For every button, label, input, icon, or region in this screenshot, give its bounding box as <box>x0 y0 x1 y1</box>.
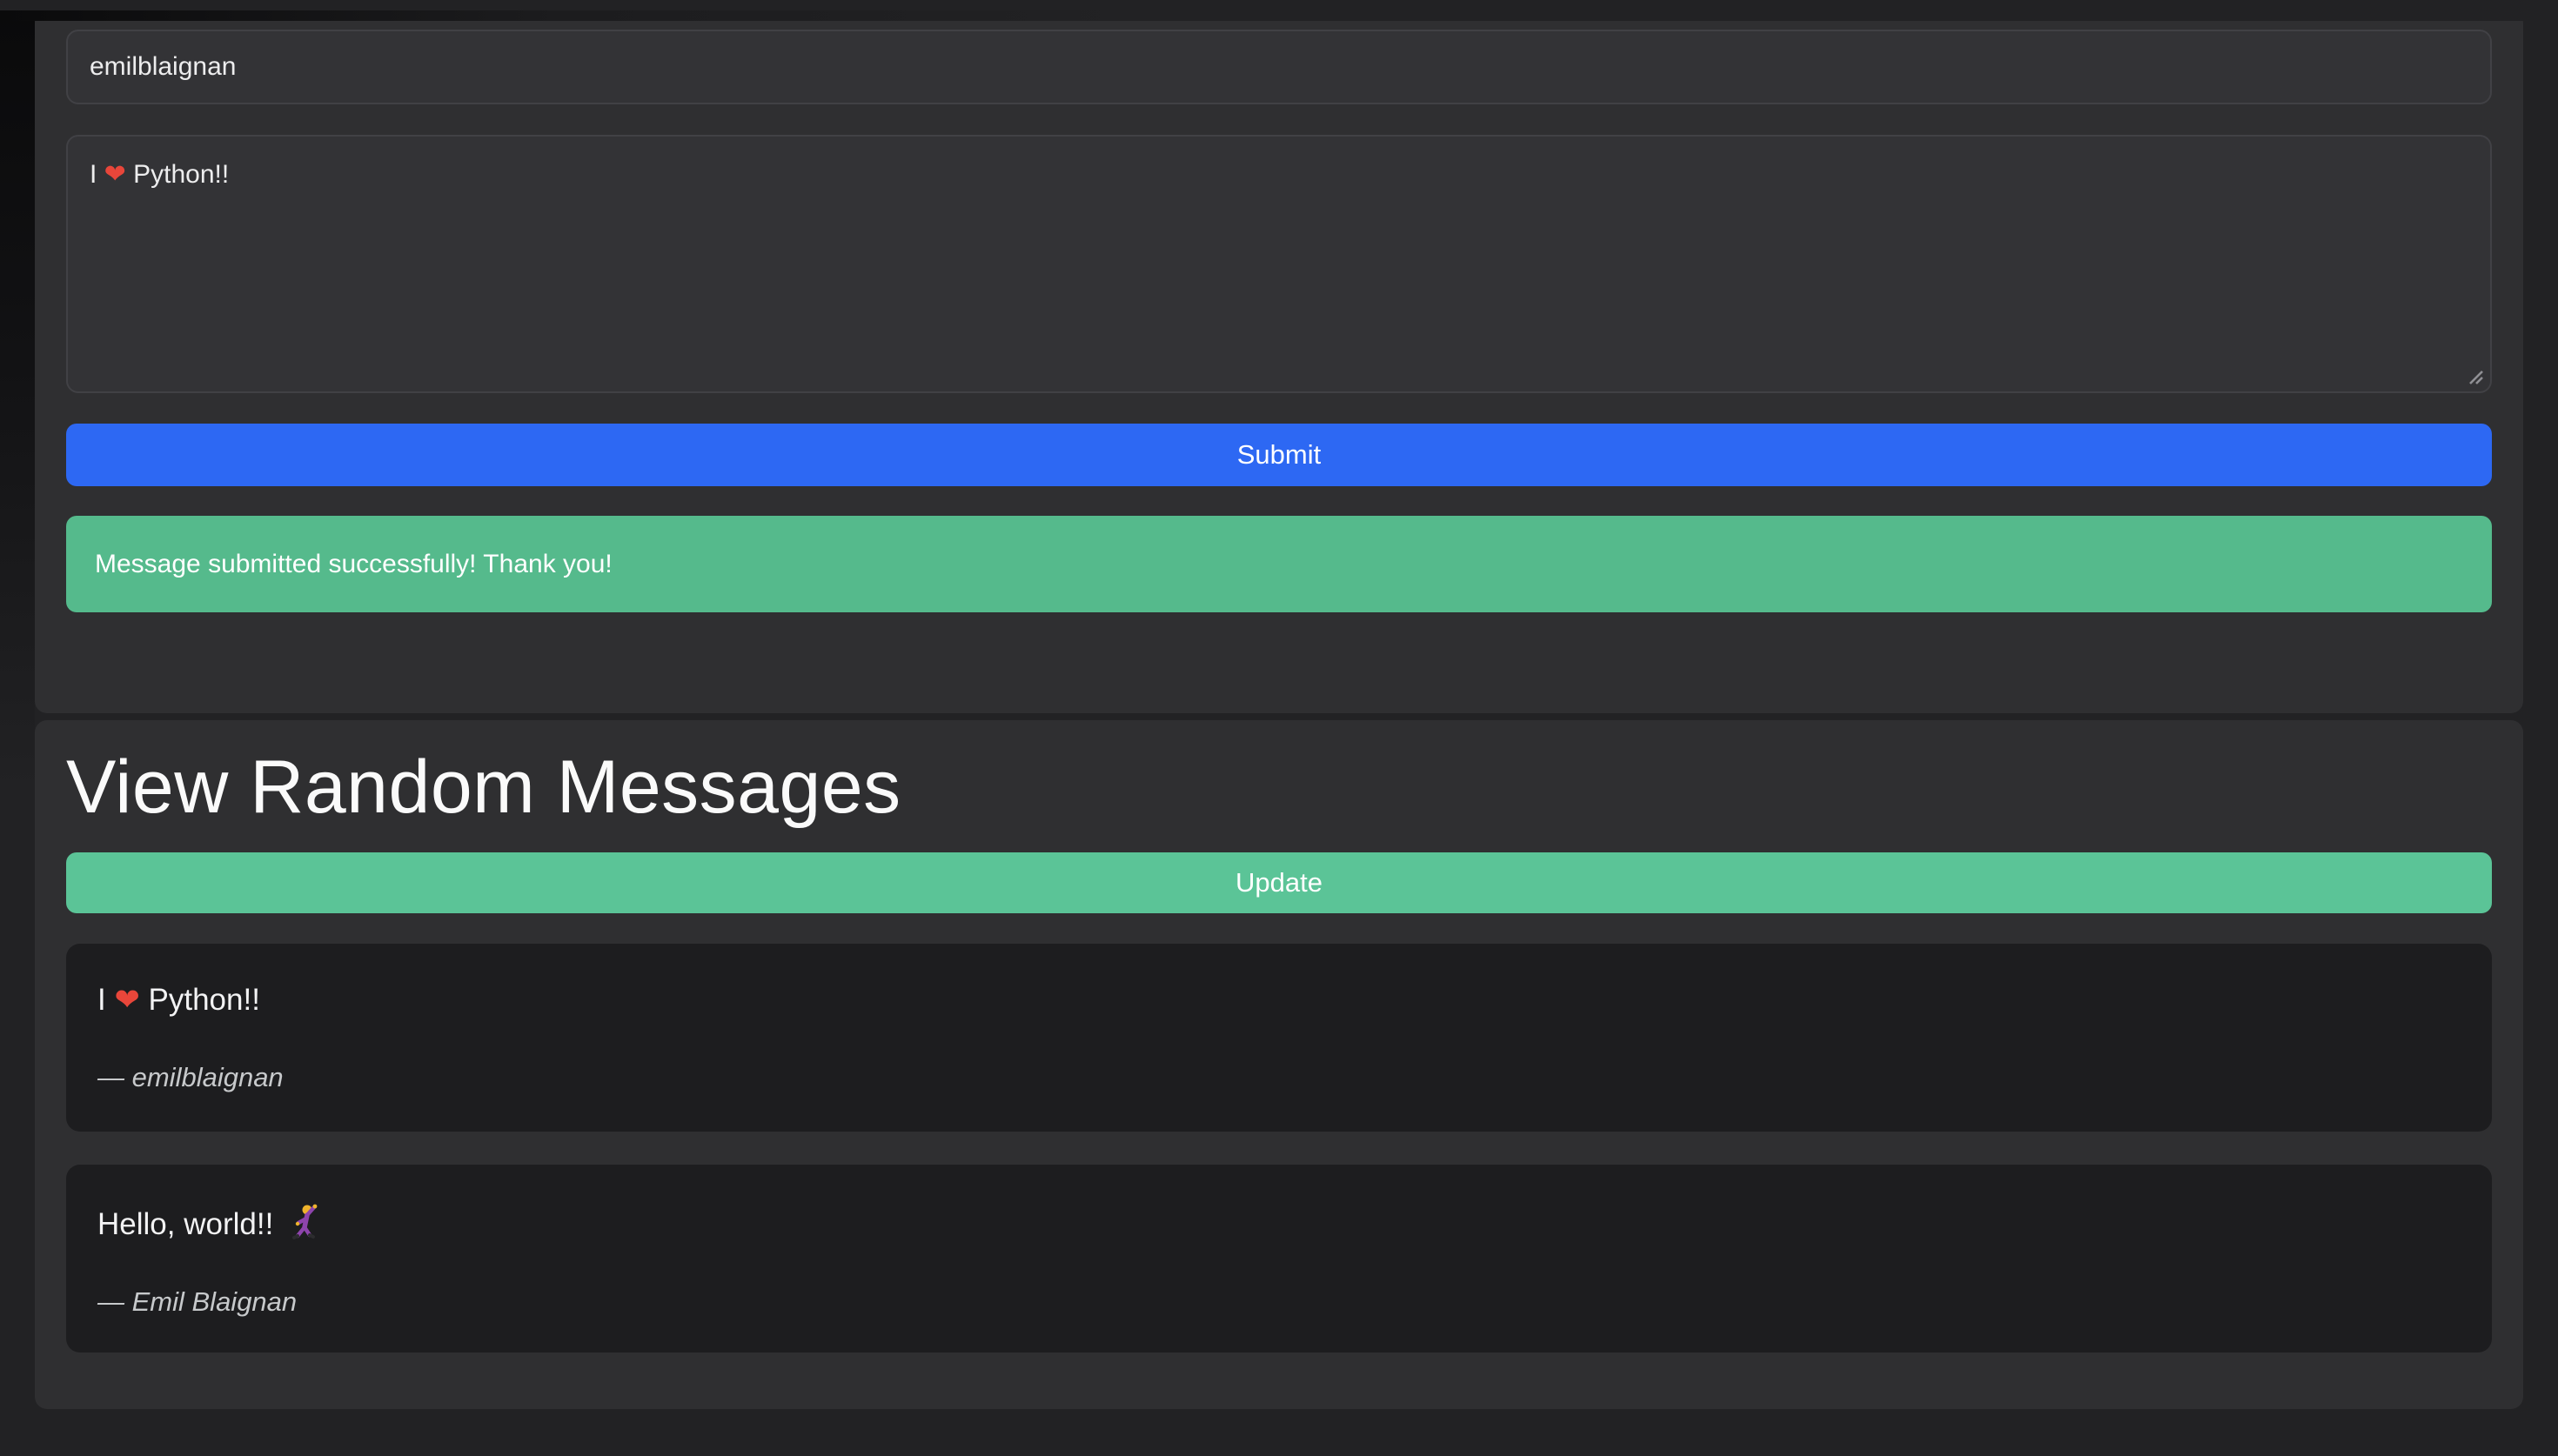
submit-message-section: I ❤ Python!! Submit Message submitted su… <box>35 10 2523 713</box>
name-input[interactable] <box>66 30 2492 104</box>
message-author: — emilblaignan <box>97 1061 284 1092</box>
message-author: — Emil Blaignan <box>97 1286 298 1317</box>
message-textarea[interactable]: I ❤ Python!! <box>66 135 2492 393</box>
message-card: I ❤ Python!! — emilblaignan <box>66 943 2492 1132</box>
message-text-part: Hello, world!! <box>97 1206 283 1241</box>
textarea-resize-handle[interactable] <box>2464 365 2485 386</box>
success-alert-text: Message submitted successfully! Thank yo… <box>95 549 613 578</box>
message-text: I ❤ Python!! <box>97 982 2461 1019</box>
message-card: Hello, world!! — Emil Blaignan <box>66 1164 2492 1352</box>
red-heart-emoji: ❤ <box>114 982 140 1017</box>
submit-button[interactable]: Submit <box>66 424 2492 486</box>
update-button[interactable]: Update <box>66 852 2492 913</box>
view-messages-section: View Random Messages Update I ❤ Python!!… <box>35 720 2523 1409</box>
message-text-part: Python!! <box>139 982 260 1017</box>
message-text-suffix: Python!! <box>125 160 230 189</box>
success-alert: Message submitted successfully! Thank yo… <box>66 516 2492 612</box>
page-left-edge-shade <box>0 10 35 793</box>
message-text: Hello, world!! <box>97 1203 2461 1243</box>
man-dancing-emoji <box>292 1204 318 1239</box>
message-text-prefix: I <box>90 160 104 189</box>
message-text-part: I <box>97 982 115 1017</box>
red-heart-emoji: ❤ <box>104 160 126 189</box>
page-title: View Random Messages <box>66 745 901 829</box>
